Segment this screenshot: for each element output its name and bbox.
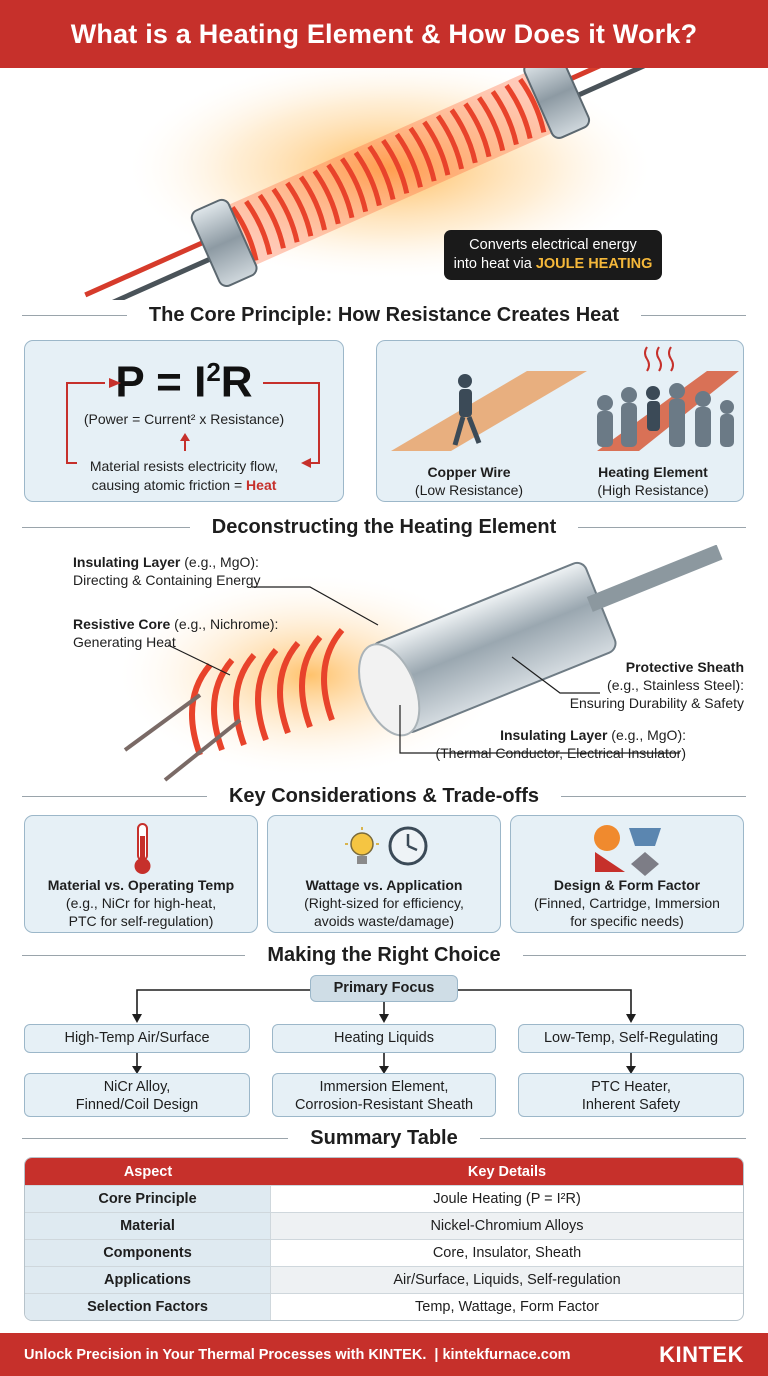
primary-focus-box: Primary Focus [310,975,458,1002]
divider [561,796,746,797]
shapes-icon [594,825,661,876]
page-header: What is a Heating Element & How Does it … [0,0,768,68]
table-cell-detail: Air/Surface, Liquids, Self-regulation [271,1266,743,1293]
core-principle-heading: The Core Principle: How Resistance Creat… [0,304,768,327]
table-row: Material Nickel-Chromium Alloys [25,1212,743,1239]
table-cell-aspect: Selection Factors [25,1293,271,1320]
result-nicr-alloy: NiCr Alloy,Finned/Coil Design [24,1073,250,1117]
heating-element-caption: Heating Element (High Resistance) [597,464,709,498]
summary-heading: Summary Table [0,1127,768,1150]
resistance-explanation: Material resists electricity flow, causi… [89,458,279,493]
resistance-comparison-card: Copper Wire (Low Resistance) Heating Ele… [376,340,744,502]
heating-element-illustration [84,68,697,300]
option-low-temp-self-regulating: Low-Temp, Self-Regulating [518,1024,744,1053]
table-cell-aspect: Components [25,1239,271,1266]
page-footer: Unlock Precision in Your Thermal Process… [0,1333,768,1376]
thermometer-icon [134,823,151,874]
table-cell-detail: Temp, Wattage, Form Factor [271,1293,743,1320]
table-cell-aspect: Core Principle [25,1185,271,1212]
divider [641,315,746,316]
divider [22,315,127,316]
formula-card: P = I2R (Power = Current² x Resistance) … [24,340,344,502]
divider [22,527,190,528]
formula-caption: (Power = Current² x Resistance) [83,411,285,427]
resistive-core-label: Resistive Core (e.g., Nichrome): Generat… [73,616,279,650]
result-immersion-element: Immersion Element,Corrosion-Resistant Sh… [272,1073,496,1117]
element-cross-section-illustration [120,545,723,782]
insulating-layer-label-bottom: Insulating Layer (e.g., MgO): (Thermal C… [435,727,686,761]
consideration-card-wattage: Wattage vs. Application (Right-sized for… [267,815,501,933]
protective-sheath-label: Protective Sheath (e.g., Stainless Steel… [569,659,744,711]
copper-wire-caption: Copper Wire (Low Resistance) [414,464,524,498]
page-title: What is a Heating Element & How Does it … [70,18,698,49]
table-row: Core Principle Joule Heating (P = I²R) [25,1185,743,1212]
considerations-heading: Key Considerations & Trade-offs [0,785,768,808]
deconstructing-heading: Deconstructing the Heating Element [0,516,768,539]
table-cell-aspect: Material [25,1212,271,1239]
table-cell-aspect: Applications [25,1266,271,1293]
walking-person-icon [452,374,482,446]
column-header-key-details: Key Details [271,1158,743,1185]
joule-formula: P = I2R [115,357,253,407]
divider [22,796,207,797]
table-header-row: Aspect Key Details [25,1158,743,1185]
divider [522,955,746,956]
divider [479,1138,746,1139]
divider [22,955,246,956]
decision-tree-connectors [132,989,636,1074]
formula-arrows [66,378,320,468]
crowd-icon [597,383,734,447]
joule-heating-label: JOULE HEATING [535,256,653,272]
heat-wave-icon [644,346,674,372]
right-choice-heading: Making the Right Choice [0,944,768,967]
result-ptc-heater: PTC Heater,Inherent Safety [518,1073,744,1117]
lightbulb-clock-icon [345,826,428,866]
consideration-card-material: Material vs. Operating Temp (e.g., NiCr … [24,815,258,933]
table-row: Components Core, Insulator, Sheath [25,1239,743,1266]
footer-website-link[interactable]: | kintekfurnace.com [434,1346,571,1363]
option-high-temp-air: High-Temp Air/Surface [24,1024,250,1053]
table-cell-detail: Nickel-Chromium Alloys [271,1212,743,1239]
heat-highlight: Heat [246,477,277,493]
insulating-layer-label-top: Insulating Layer (e.g., MgO): Directing … [73,554,261,588]
table-cell-detail: Joule Heating (P = I²R) [271,1185,743,1212]
option-heating-liquids: Heating Liquids [272,1024,496,1053]
resistance-comparison-illustration [391,346,739,451]
resistive-coil-icon [189,628,345,757]
kintek-logo: KINTEK [659,1341,744,1367]
column-header-aspect: Aspect [25,1158,271,1185]
table-row: Selection Factors Temp, Wattage, Form Fa… [25,1293,743,1320]
consideration-card-design: Design & Form Factor (Finned, Cartridge,… [510,815,744,933]
footer-message: Unlock Precision in Your Thermal Process… [24,1346,427,1363]
summary-table: Aspect Key Details Core Principle Joule … [24,1157,744,1321]
table-cell-detail: Core, Insulator, Sheath [271,1239,743,1266]
struggling-person-icon [646,386,660,431]
divider [22,1138,289,1139]
table-row: Applications Air/Surface, Liquids, Self-… [25,1266,743,1293]
divider [578,527,746,528]
joule-heating-callout: Converts electrical energy into heat via… [444,230,662,280]
